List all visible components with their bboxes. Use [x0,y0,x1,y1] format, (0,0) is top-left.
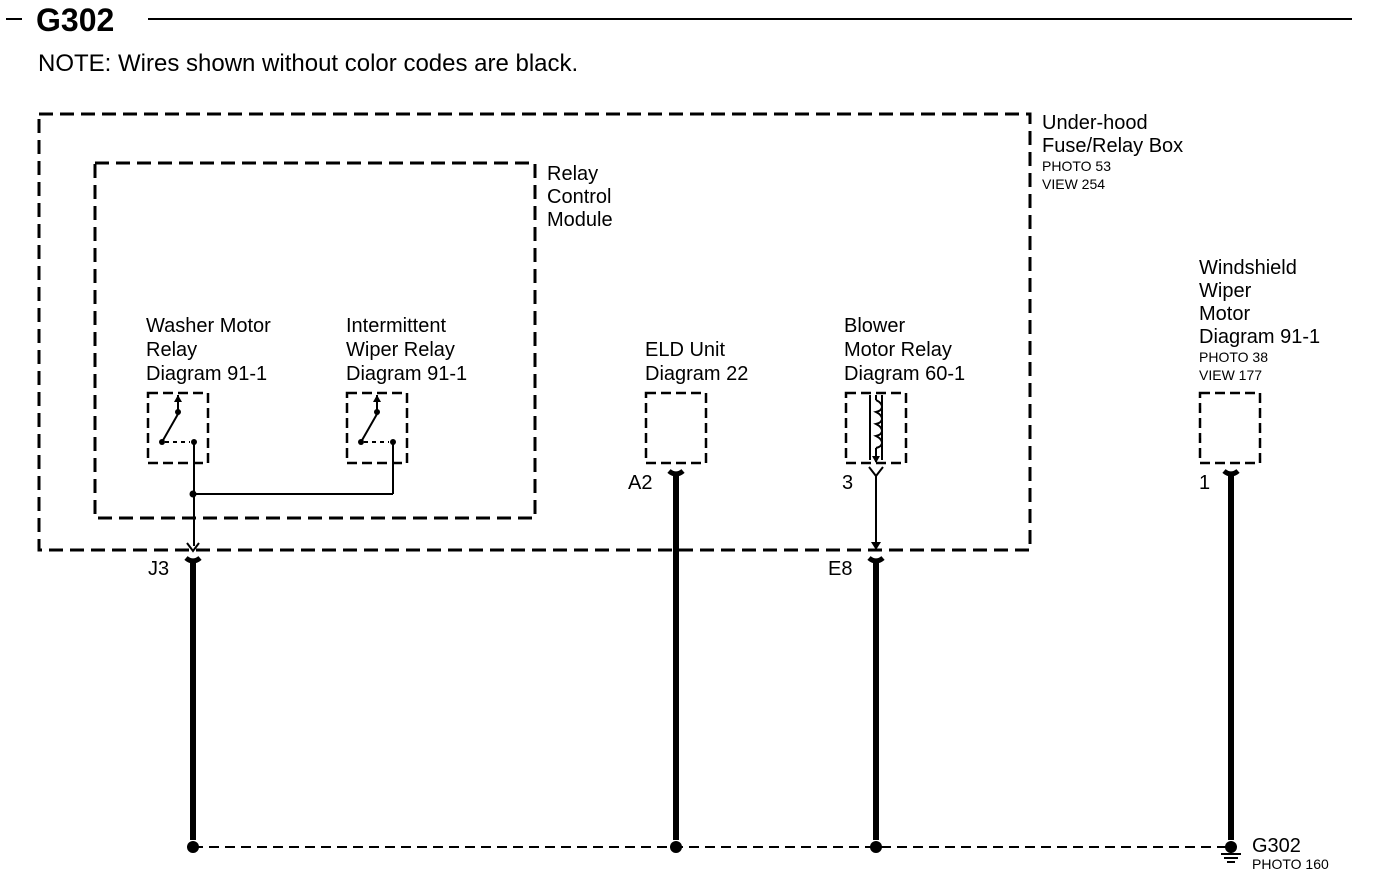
wiper-motor-label-line-2: Wiper [1199,280,1252,302]
ground-splice-a2 [670,841,682,853]
blower-pin-3: 3 [842,472,853,494]
eld-unit-label-line-1: ELD Unit [645,339,725,361]
blower-relay-coil-icon [844,391,908,465]
relay-control-module-outline [93,161,537,520]
page-title: G302 [36,2,114,38]
ground-label: G302 [1252,835,1301,857]
terminal-j3: J3 [148,558,169,580]
eld-pin-a2: A2 [628,472,652,494]
wiper-motor-label-line-3: Motor [1199,303,1250,325]
ground-wire-wiper-motor [1222,469,1240,840]
ground-wire-j3 [184,556,202,840]
washer-relay-label-line-3: Diagram 91-1 [146,363,267,385]
blower-relay-to-e8-wire [868,466,884,550]
ground-photo-ref: PHOTO 160 [1252,856,1329,872]
ground-wire-e8 [867,556,885,840]
relay-module-name-line-2: Control [547,186,611,208]
wire-color-note: NOTE: Wires shown without color codes ar… [38,50,578,77]
intermittent-relay-label-line-1: Intermittent [346,315,446,337]
intermittent-relay-switch-icon [345,391,409,465]
relay-module-name-line-3: Module [547,209,613,231]
fuse-box-name-line-1: Under-hood [1042,112,1148,134]
intermittent-relay-label-line-2: Wiper Relay [346,339,455,361]
blower-relay-label-line-1: Blower [844,315,905,337]
wiper-motor-box [1198,391,1262,465]
blower-relay-label-line-2: Motor Relay [844,339,952,361]
terminal-e8: E8 [828,558,852,580]
relay-interconnect-wire [186,460,394,553]
ground-wire-a2 [667,469,685,840]
eld-unit-label-line-2: Diagram 22 [645,363,748,385]
relay-module-name-line-1: Relay [547,163,598,185]
wiper-motor-pin-1: 1 [1199,472,1210,494]
wiper-motor-view-ref: VIEW 177 [1199,367,1262,383]
fuse-relay-box-outline [37,112,1032,552]
wiper-motor-photo-ref: PHOTO 38 [1199,349,1268,365]
fuse-box-photo-ref: PHOTO 53 [1042,158,1111,174]
intermittent-relay-label-line-3: Diagram 91-1 [346,363,467,385]
ground-splice-j3 [187,841,199,853]
eld-unit-box [644,391,708,465]
wiper-motor-label-line-4: Diagram 91-1 [1199,326,1320,348]
blower-relay-label-line-3: Diagram 60-1 [844,363,965,385]
ground-symbol-icon [1221,847,1241,863]
washer-relay-label-line-1: Washer Motor [146,315,271,337]
washer-relay-label-line-2: Relay [146,339,197,361]
ground-splice-e8 [870,841,882,853]
fuse-box-name-line-2: Fuse/Relay Box [1042,135,1183,157]
wiper-motor-label-line-1: Windshield [1199,257,1297,279]
fuse-box-view-ref: VIEW 254 [1042,176,1105,192]
washer-relay-switch-icon [146,391,210,465]
